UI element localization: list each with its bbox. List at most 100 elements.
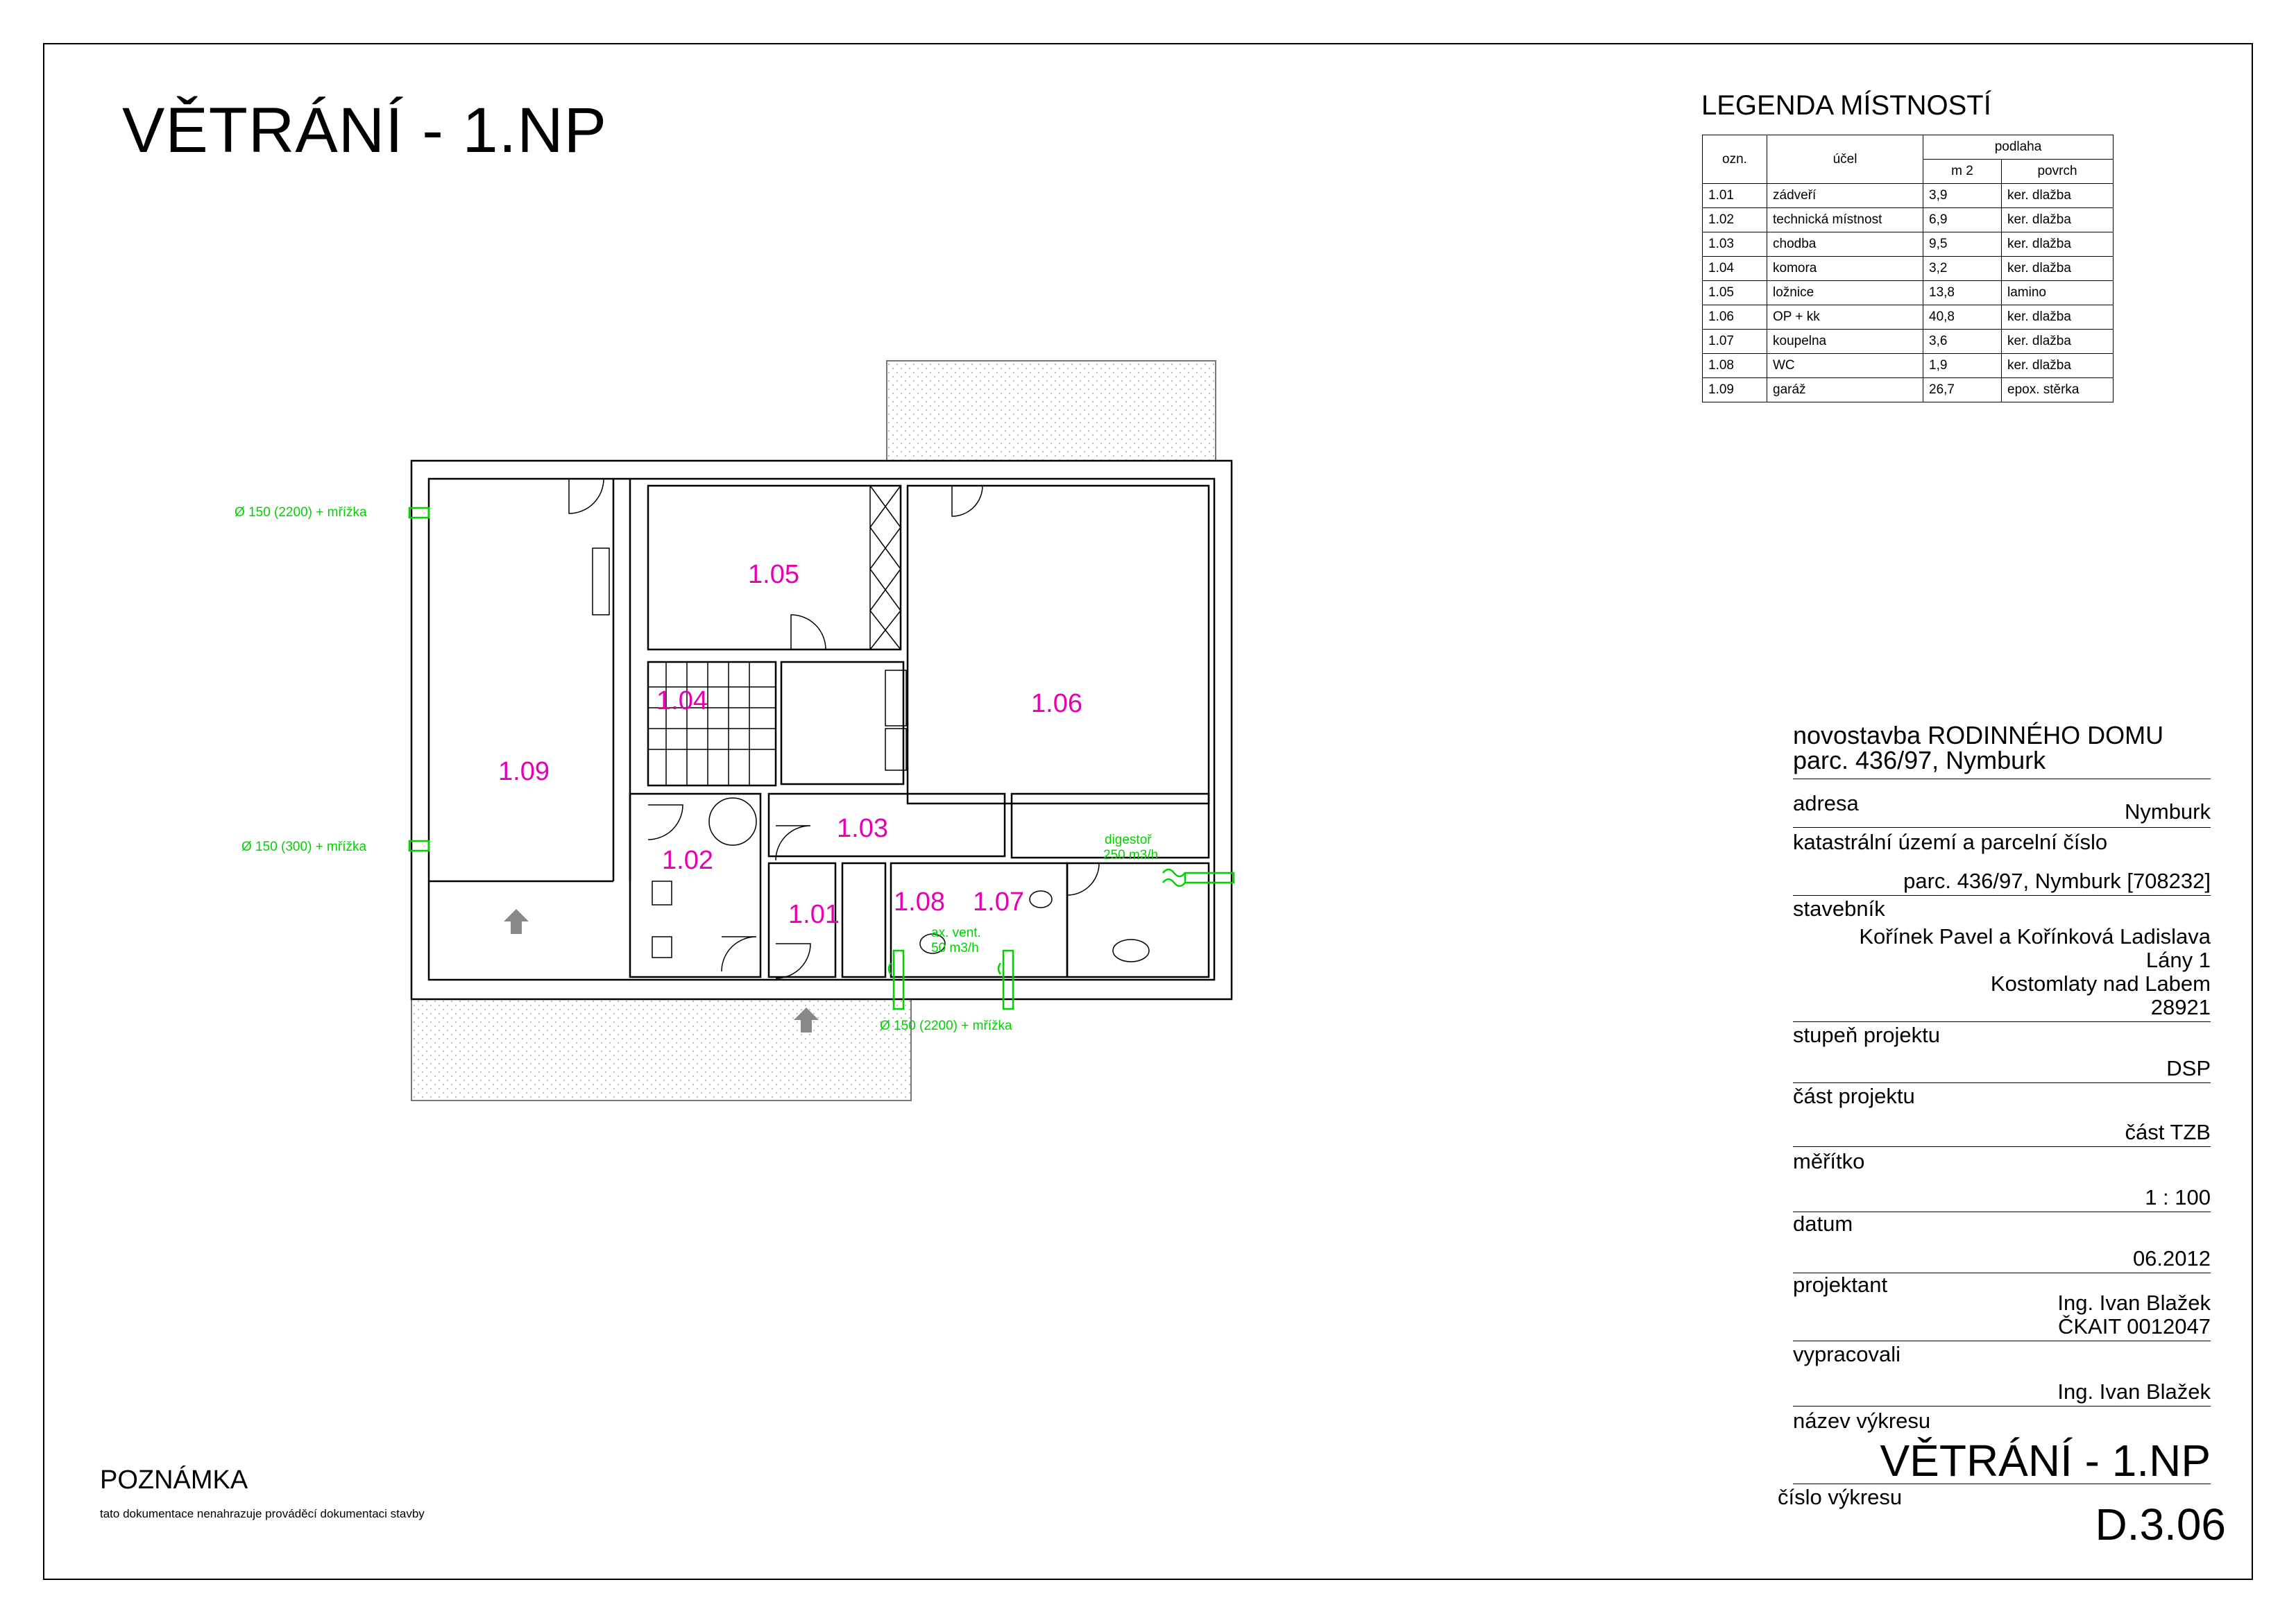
- room-1-07: 1.07: [973, 887, 1024, 917]
- part-value: část TZB: [2125, 1120, 2211, 1144]
- legend-cell-surface: ker. dlažba: [2001, 232, 2114, 257]
- builder-zip: 28921: [2150, 995, 2211, 1019]
- wardrobe: [869, 485, 901, 650]
- legend-cell-m2: 1,9: [1923, 353, 2002, 378]
- legend-cell-use: ložnice: [1767, 280, 1923, 305]
- axial-fan-flow-label: 50 m3/h: [931, 941, 979, 955]
- note-heading: POZNÁMKA: [100, 1465, 248, 1495]
- divider: [1793, 895, 2211, 896]
- vent-label-garage-top: Ø 150 (2200) + mřížka: [235, 505, 367, 520]
- designer-label: projektant: [1793, 1273, 1888, 1297]
- builder-name: Kořínek Pavel a Kořínková Ladislava: [1859, 924, 2211, 949]
- divider: [1793, 1146, 2211, 1147]
- entrance-arrow-icon: [504, 909, 529, 934]
- vent-label-entrance: Ø 150 (2200) + mřížka: [880, 1019, 1012, 1033]
- legend-header-id: ozn.: [1702, 135, 1767, 184]
- room-1-09: 1.09: [498, 757, 550, 786]
- legend-cell-surface: epox. stěrka: [2001, 377, 2114, 402]
- builder-label: stavebník: [1793, 897, 1885, 921]
- drawing-name-value: VĚTRÁNÍ - 1.NP: [1880, 1436, 2211, 1486]
- legend-cell-surface: ker. dlažba: [2001, 183, 2114, 208]
- builder-street: Lány 1: [2145, 948, 2211, 972]
- cadastre-value: parc. 436/97, Nymburk [708232]: [1903, 869, 2211, 893]
- legend-cell-id: 1.08: [1702, 353, 1767, 378]
- address-value: Nymburk: [2124, 799, 2211, 824]
- axial-fan-label: ax. vent.: [931, 926, 981, 940]
- hood-flow-label: 250 m3/h: [1103, 848, 1158, 863]
- legend-cell-use: koupelna: [1767, 329, 1923, 354]
- room-1-03: 1.03: [837, 814, 888, 843]
- fixtures: [592, 547, 1150, 962]
- legend-cell-surface: ker. dlažba: [2001, 353, 2114, 378]
- vent-label-garage-bottom: Ø 150 (300) + mřížka: [241, 840, 366, 854]
- room-1-05: 1.05: [748, 560, 799, 589]
- date-label: datum: [1793, 1212, 1853, 1236]
- legend-cell-use: WC: [1767, 353, 1923, 378]
- stage-label: stupeň projektu: [1793, 1023, 1940, 1047]
- scale-label: měřítko: [1793, 1149, 1865, 1173]
- room-1-08: 1.08: [894, 887, 945, 917]
- outer-walls: [410, 459, 1233, 1001]
- legend-cell-id: 1.09: [1702, 377, 1767, 402]
- room-1-06: 1.06: [1031, 689, 1082, 718]
- room-1-02: 1.02: [662, 846, 713, 875]
- legend-cell-use: OP + kk: [1767, 305, 1923, 330]
- legend-cell-m2: 3,6: [1923, 329, 2002, 354]
- legend-cell-use: komora: [1767, 256, 1923, 281]
- note-text: tato dokumentace nenahrazuje prováděcí d…: [100, 1507, 425, 1520]
- drawing-frame: [43, 43, 2253, 1580]
- legend-cell-use: garáž: [1767, 377, 1923, 402]
- project-name: novostavba RODINNÉHO DOMU: [1793, 721, 2164, 749]
- hood-label: digestoř: [1105, 833, 1152, 847]
- legend-cell-m2: 6,9: [1923, 207, 2002, 232]
- builder-city: Kostomlaty nad Labem: [1990, 971, 2211, 996]
- legend-cell-surface: ker. dlažba: [2001, 256, 2114, 281]
- legend-cell-m2: 40,8: [1923, 305, 2002, 330]
- legend-cell-id: 1.04: [1702, 256, 1767, 281]
- ventilation-elements: [408, 507, 1235, 1010]
- part-label: část projektu: [1793, 1084, 1915, 1108]
- designer-name: Ing. Ivan Blažek: [2057, 1291, 2211, 1315]
- legend-cell-surface: ker. dlažba: [2001, 207, 2114, 232]
- drawing-name-label: název výkresu: [1793, 1409, 1931, 1433]
- drawing-title: VĚTRÁNÍ - 1.NP: [122, 95, 608, 166]
- legend-cell-surface: ker. dlažba: [2001, 305, 2114, 330]
- interior-walls: [429, 479, 1210, 978]
- terrace-north: [886, 360, 1216, 463]
- scale-value: 1 : 100: [2145, 1185, 2211, 1209]
- legend-cell-surface: ker. dlažba: [2001, 329, 2114, 354]
- cadastre-label: katastrální území a parcelní číslo: [1793, 830, 2108, 854]
- address-label: adresa: [1793, 791, 1859, 815]
- date-value: 06.2012: [2132, 1246, 2211, 1271]
- legend-header-surface: povrch: [2001, 159, 2114, 184]
- legend-cell-id: 1.03: [1702, 232, 1767, 257]
- project-parcel: parc. 436/97, Nymburk: [1793, 746, 2046, 774]
- divider: [1793, 1021, 2211, 1022]
- legend-cell-id: 1.02: [1702, 207, 1767, 232]
- legend-cell-m2: 3,2: [1923, 256, 2002, 281]
- legend-cell-m2: 3,9: [1923, 183, 2002, 208]
- legend-header-row: ozn. účel podlaha: [1702, 135, 2114, 184]
- divider: [1793, 1082, 2211, 1083]
- room-1-01: 1.01: [788, 900, 840, 929]
- prepared-value: Ing. Ivan Blažek: [2057, 1379, 2211, 1404]
- drawing-number-value: D.3.06: [2095, 1499, 2226, 1549]
- drawing-number-label: číslo výkresu: [1778, 1485, 1903, 1509]
- designer-license: ČKAIT 0012047: [2057, 1314, 2211, 1339]
- doors: [568, 478, 1100, 979]
- entrance-arrow-icon: [794, 1008, 819, 1033]
- stage-value: DSP: [2166, 1056, 2211, 1080]
- divider: [1793, 1406, 2211, 1407]
- legend-cell-use: zádveří: [1767, 183, 1923, 208]
- room-1-04: 1.04: [656, 686, 708, 715]
